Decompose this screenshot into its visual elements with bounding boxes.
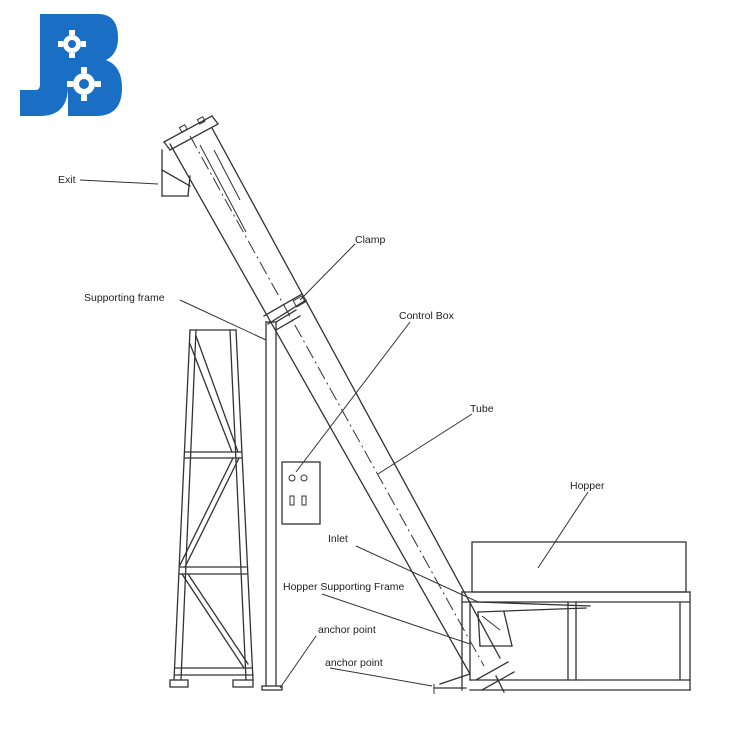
label-hopper-supporting-frame: Hopper Supporting Frame bbox=[283, 581, 405, 593]
label-supporting-frame: Supporting frame bbox=[84, 292, 165, 304]
label-tube: Tube bbox=[470, 403, 494, 415]
lattice-tower bbox=[169, 329, 254, 688]
label-anchor-point-1: anchor point bbox=[318, 624, 376, 636]
label-anchor-point-2: anchor point bbox=[325, 657, 383, 669]
conveyor-tube bbox=[161, 115, 515, 694]
company-logo bbox=[20, 14, 122, 116]
hopper bbox=[461, 541, 691, 691]
gear-icon bbox=[67, 67, 101, 101]
label-clamp: Clamp bbox=[355, 234, 386, 246]
label-control-box: Control Box bbox=[399, 310, 455, 322]
leader-lines bbox=[79, 179, 589, 689]
label-hopper: Hopper bbox=[570, 480, 605, 492]
label-exit: Exit bbox=[58, 174, 76, 186]
control-box bbox=[281, 461, 321, 525]
gear-icon bbox=[58, 30, 86, 58]
label-inlet: Inlet bbox=[328, 533, 348, 545]
